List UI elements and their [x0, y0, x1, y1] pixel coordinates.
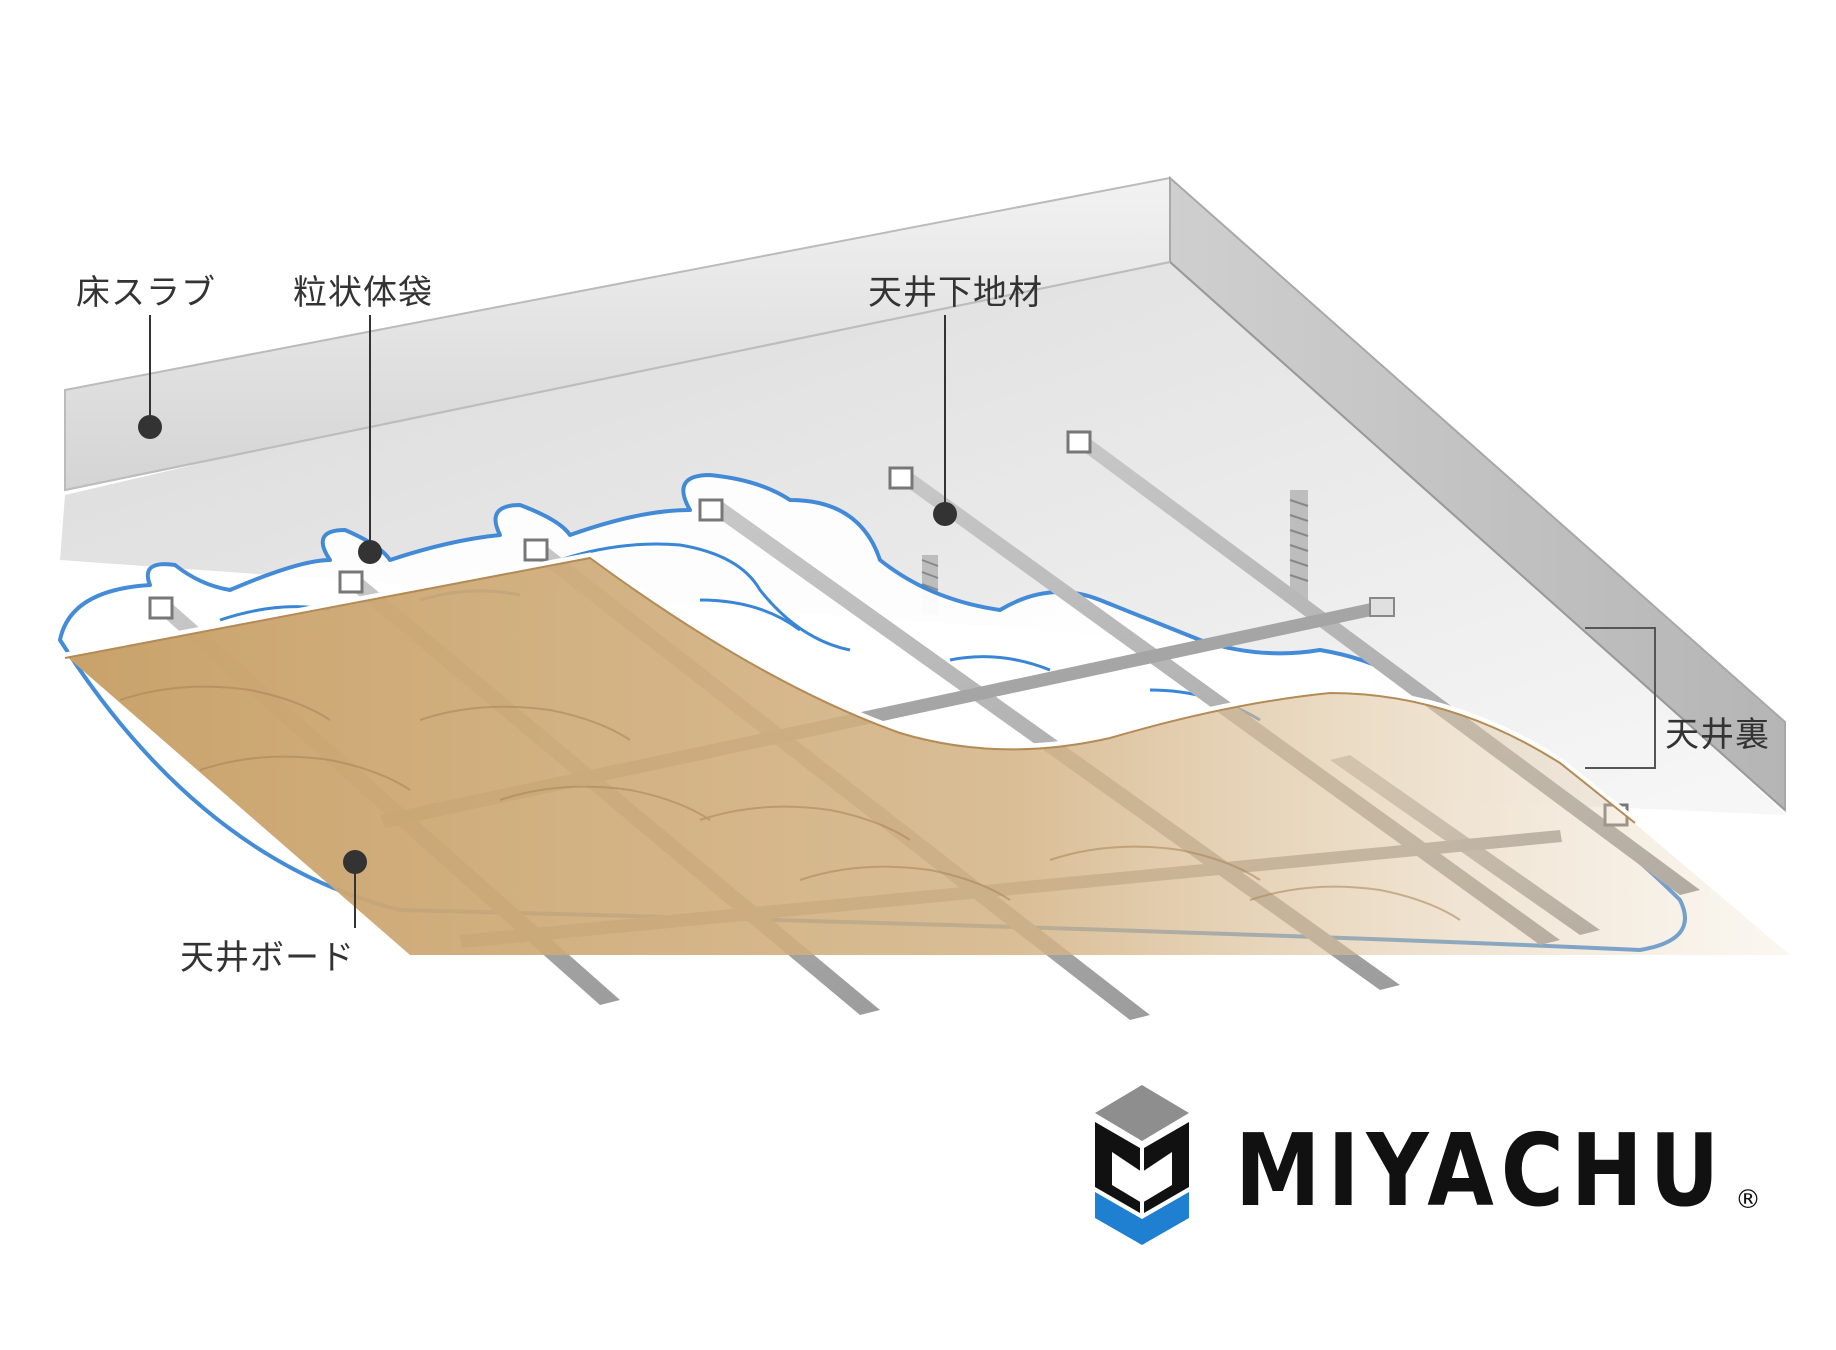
- floor-slab-label: 床スラブ: [76, 265, 216, 314]
- miyachu-logo-text: MIYACHU: [1235, 1112, 1726, 1229]
- miyachu-logo-mark: [1095, 1085, 1189, 1245]
- ceiling-board-marker: [343, 850, 367, 874]
- floor-slab-marker: [138, 415, 162, 439]
- granular-bag-marker: [358, 540, 382, 564]
- ceiling-frame-marker: [933, 502, 957, 526]
- ceiling-board-label: 天井ボード: [180, 930, 355, 979]
- ceiling-space-label: 天井裏: [1665, 707, 1770, 756]
- registered-mark: ®: [1735, 1185, 1761, 1215]
- ceiling-frame-label: 天井下地材: [868, 265, 1043, 314]
- granular-bag-label: 粒状体袋: [293, 265, 433, 314]
